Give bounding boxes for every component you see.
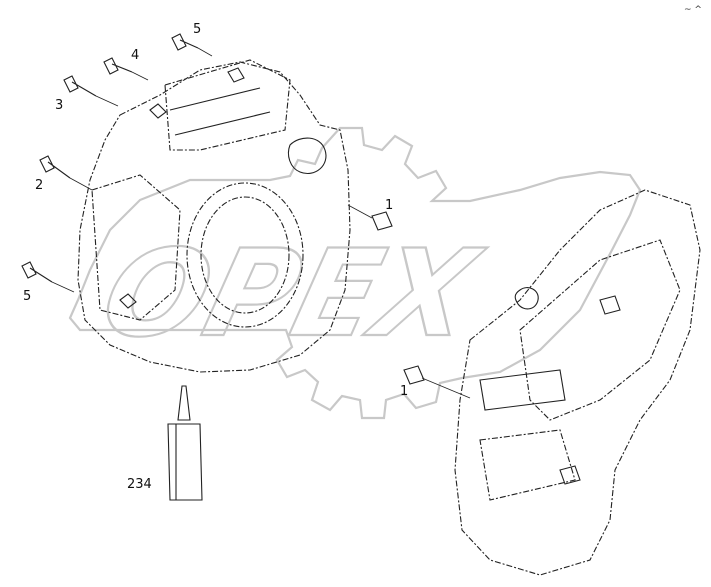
label-bolt-2: 2	[35, 178, 43, 193]
label-bolt-3: 3	[55, 98, 63, 113]
corner-mark: ~ ^	[684, 5, 702, 15]
label-dowel-1-upper: 1	[385, 198, 393, 213]
bolt-5-bottom	[21, 261, 75, 293]
bolt-5-top	[171, 33, 213, 57]
label-bolt-5-bottom: 5	[23, 289, 31, 304]
label-bolt-4: 4	[131, 48, 139, 63]
label-sealant-234: 234	[127, 477, 152, 492]
label-bolt-5-top: 5	[193, 22, 201, 37]
flywheel-housing	[77, 59, 351, 373]
watermark-text: OPEX	[89, 224, 493, 364]
watermark: OPEX	[68, 126, 642, 420]
bolt-3	[63, 75, 119, 107]
dowel-1-lower	[403, 365, 471, 399]
bolt-2	[39, 155, 93, 191]
bolt-4	[103, 57, 149, 81]
dowel-1-upper	[347, 204, 393, 231]
gear-housing	[454, 189, 701, 576]
sealant-tube	[167, 385, 203, 501]
label-dowel-1-lower: 1	[400, 384, 408, 399]
